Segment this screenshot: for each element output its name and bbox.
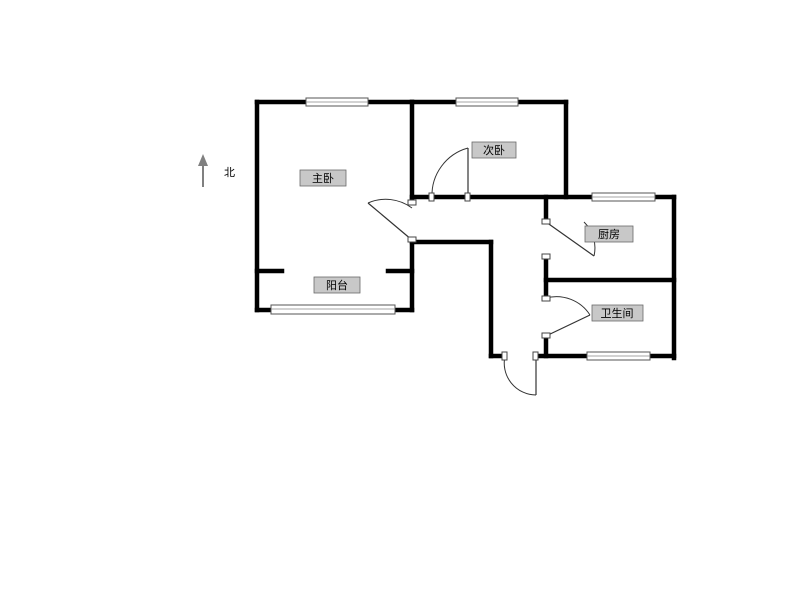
label-balcony: 阳台 (313, 276, 361, 294)
window-second-top (455, 97, 519, 107)
north-indicator: 北 (198, 154, 235, 187)
svg-text:卫生间: 卫生间 (601, 306, 634, 320)
room-labels: 主卧 次卧 阳台 厨房 卫生间 (299, 141, 644, 322)
window-master-top (305, 97, 369, 107)
label-bathroom: 卫生间 (591, 304, 644, 322)
doors (367, 147, 596, 396)
window-bath-bottom (586, 351, 651, 361)
windows (270, 97, 656, 361)
north-arrow-icon (198, 154, 208, 187)
north-label: 北 (224, 166, 235, 179)
door-bathroom (541, 295, 591, 339)
svg-text:厨房: 厨房 (598, 228, 620, 241)
door-master-bedroom (367, 198, 417, 243)
svg-text:次卧: 次卧 (483, 143, 505, 157)
window-kitchen-top (591, 192, 656, 202)
label-master-bedroom: 主卧 (299, 169, 347, 187)
window-balcony-bottom (270, 304, 396, 315)
label-kitchen: 厨房 (584, 225, 634, 243)
svg-text:阳台: 阳台 (326, 278, 348, 292)
door-entrance (501, 351, 539, 396)
svg-text:主卧: 主卧 (312, 172, 334, 185)
label-second-bedroom: 次卧 (471, 141, 517, 159)
door-second-bedroom (428, 147, 471, 202)
